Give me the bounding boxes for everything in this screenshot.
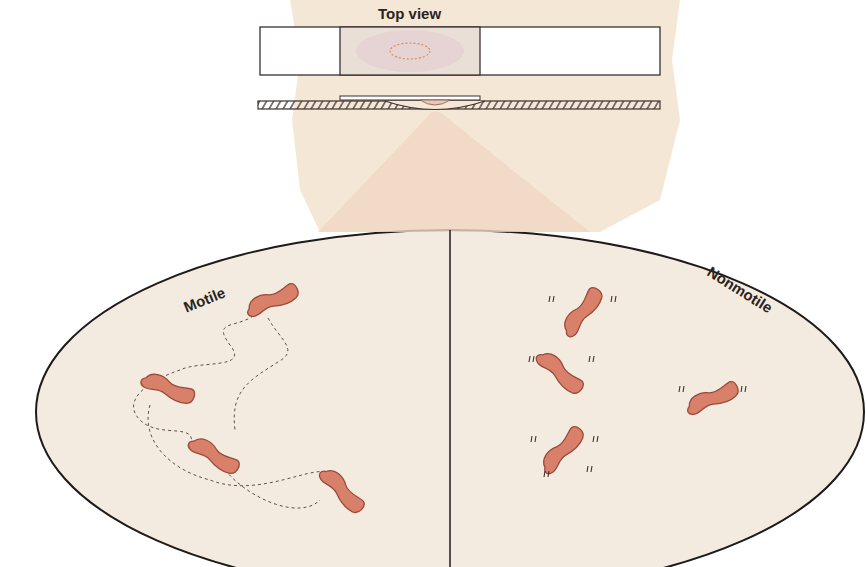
brownian-mark	[615, 296, 616, 302]
magnification-cone	[318, 112, 590, 232]
brownian-mark	[597, 436, 598, 442]
slide-side-view	[258, 101, 660, 109]
brownian-mark	[553, 296, 554, 302]
slide-top-view	[260, 27, 660, 75]
brownian-mark	[593, 356, 594, 362]
brownian-mark	[535, 436, 536, 442]
brownian-mark	[544, 471, 545, 477]
coverslip-side-view	[340, 96, 480, 100]
motion-trails	[134, 312, 330, 508]
hanging-drop	[420, 100, 450, 105]
concavity	[385, 101, 485, 110]
brownian-mark	[548, 471, 549, 477]
brownian-mark	[611, 296, 612, 302]
view-label: Top view	[378, 6, 441, 23]
coverslip-top-view	[340, 27, 480, 75]
brownian-mark	[741, 386, 742, 392]
microscope-field	[36, 230, 864, 567]
brownian-mark	[591, 466, 592, 472]
brownian-mark	[683, 386, 684, 392]
brownian-mark	[679, 386, 680, 392]
brownian-mark	[549, 296, 550, 302]
brownian-mark	[587, 466, 588, 472]
brownian-mark	[533, 356, 534, 362]
divider-line	[449, 230, 451, 567]
brownian-marks	[529, 296, 746, 477]
brownian-mark	[529, 356, 530, 362]
brownian-mark	[593, 436, 594, 442]
brownian-mark	[589, 356, 590, 362]
brownian-mark	[745, 386, 746, 392]
brownian-mark	[531, 436, 532, 442]
drop-top-view	[390, 43, 430, 59]
well	[356, 30, 464, 72]
